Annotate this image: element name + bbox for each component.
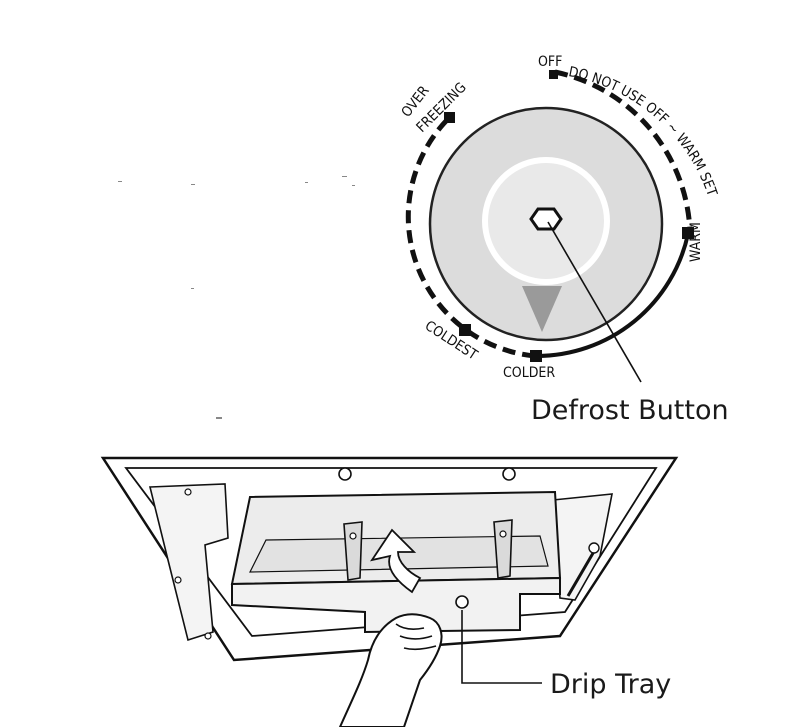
marker-colder	[530, 350, 542, 362]
tray-clip-right	[493, 519, 513, 579]
label-warm: WARM	[688, 222, 704, 262]
dial-ring-dashed-left	[405, 113, 536, 359]
drip-tray-leader-line	[461, 610, 542, 684]
label-off: OFF	[538, 54, 562, 70]
label-colder: COLDER	[503, 365, 555, 381]
mount-hole-left	[338, 467, 352, 481]
marker-warm	[682, 227, 694, 239]
defrost-leader-line	[547, 221, 642, 383]
marker-coldest	[459, 324, 471, 336]
thermostat-dial: OFF DO NOT USE OFF ~ WARM SETTING WARM O…	[0, 0, 729, 426]
defrost-button-label: Defrost Button	[531, 395, 729, 426]
hand-icon	[338, 613, 443, 727]
marker-over-freezing	[444, 112, 455, 123]
dial-pointer-triangle	[522, 286, 562, 332]
marker-off	[549, 70, 558, 79]
tray-clip-left	[343, 521, 363, 581]
dial-ring-solid	[536, 233, 690, 358]
dial-ring-dashed-top	[554, 69, 693, 233]
drip-tray-label: Drip Tray	[550, 669, 671, 700]
drain-hole	[455, 595, 469, 609]
scan-specks	[118, 176, 355, 419]
side-bracket-left	[148, 483, 229, 642]
freezer-inner-frame	[124, 467, 658, 637]
drip-tray-front	[231, 576, 561, 634]
freezer-compartment: Drip Tray	[100, 456, 679, 727]
defrost-button[interactable]	[529, 207, 563, 231]
mount-hole-right	[502, 467, 516, 481]
label-coldest: COLDEST	[422, 318, 481, 364]
removal-arrow-icon	[370, 528, 422, 594]
